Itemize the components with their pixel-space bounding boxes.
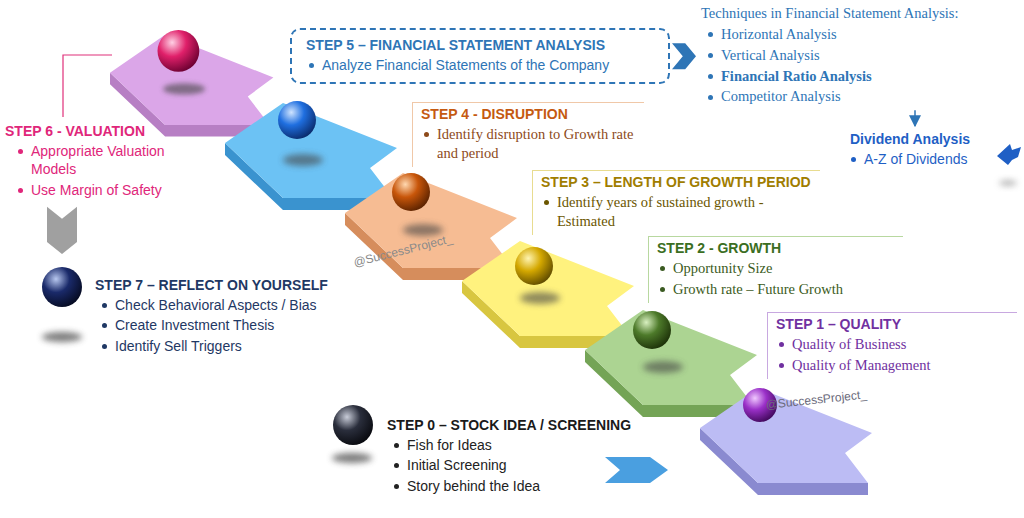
bullet-item: Opportunity Size <box>673 259 897 278</box>
step-heading: Techniques in Financial Statement Analys… <box>701 4 1018 23</box>
sphere <box>333 405 373 445</box>
step-heading: STEP 1 – QUALITY <box>776 315 1011 333</box>
pointer-shadow <box>999 180 1017 186</box>
step-heading: STEP 2 - GROWTH <box>657 239 897 257</box>
bullet-item: Identify years of sustained growth - Est… <box>557 193 814 231</box>
leader-line <box>63 55 112 117</box>
chevron-connector <box>47 207 77 254</box>
watermark: @SuccessProject_ <box>765 387 867 412</box>
chevron-connector <box>672 43 696 69</box>
bullet-item: Initial Screening <box>407 456 644 474</box>
bullet-item: A-Z of Dividends <box>864 150 989 168</box>
step-text-group: STEP 1 – QUALITY Quality of BusinessQuali… <box>767 312 1017 379</box>
step-heading: Dividend Analysis <box>850 130 989 148</box>
bullet-item: Use Margin of Safety <box>31 181 201 199</box>
step-arrow <box>585 310 757 417</box>
step-arrow <box>225 101 397 210</box>
bullet-item: Identify disruption to Growth rate and p… <box>437 125 638 163</box>
chevron-arrow <box>605 457 668 483</box>
step-heading: STEP 5 – FINANCIAL STATEMENT ANALYSIS <box>306 36 656 54</box>
bullet-item: Competitor Analysis <box>721 87 1018 106</box>
pointer-arrow <box>997 144 1021 165</box>
step-heading: STEP 6 - VALUATION <box>5 122 201 140</box>
sphere-shadow <box>332 453 372 463</box>
bullet-item: Appropriate Valuation Models <box>31 142 201 178</box>
step-arrow <box>110 30 273 136</box>
bullet-item: Quality of Management <box>792 356 1011 375</box>
dashed-box: STEP 5 – FINANCIAL STATEMENT ANALYSIS Ana… <box>290 28 670 84</box>
bullet-item: Check Behavioral Aspects / Bias <box>115 296 359 314</box>
step-text-group: STEP 2 - GROWTH Opportunity SizeGrowth ra… <box>648 236 903 303</box>
bullet-item: Vertical Analysis <box>721 46 1018 65</box>
bullet-item: Quality of Business <box>792 335 1011 354</box>
bullet-item: Growth rate – Future Growth <box>673 280 897 299</box>
step-heading: STEP 0 – STOCK IDEA / SCREENING <box>387 416 644 434</box>
step-text-group: STEP 0 – STOCK IDEA / SCREENING Fish for … <box>330 402 650 499</box>
step-heading: STEP 4 - DISRUPTION <box>421 105 638 123</box>
step-heading: STEP 3 – LENGTH OF GROWTH PERIOD <box>541 173 814 191</box>
step-text-group: STEP 3 – LENGTH OF GROWTH PERIOD Identify… <box>532 170 820 235</box>
step-text-group: STEP 4 - DISRUPTION Identify disruption t… <box>412 102 644 167</box>
arrow-connector <box>914 110 916 126</box>
bullet-item: Analyze Financial Statements of the Comp… <box>322 56 656 74</box>
step-text-group: Dividend AnalysisA-Z of Dividends <box>848 128 993 170</box>
sphere <box>42 267 82 307</box>
step-text-group: Techniques in Financial Statement Analys… <box>697 2 1022 108</box>
bullet-item: Identify Sell Triggers <box>115 337 359 355</box>
step-arrow <box>462 241 634 348</box>
bullet-item: Fish for Ideas <box>407 436 644 454</box>
watermark: @SuccessProject_ <box>352 231 454 269</box>
bullet-item: Horizontal Analysis <box>721 25 1018 44</box>
sphere-shadow <box>42 332 82 342</box>
step-text-group: STEP 6 - VALUATION Appropriate Valuation … <box>3 120 203 201</box>
step-text-group: STEP 7 – REFLECT ON YOURSELF Check Behavi… <box>35 258 365 359</box>
bullet-item: Story behind the Idea <box>407 477 644 495</box>
bullet-item: Create Investment Thesis <box>115 316 359 334</box>
bullet-item: Financial Ratio Analysis <box>721 67 1018 86</box>
step-heading: STEP 7 – REFLECT ON YOURSELF <box>95 276 359 294</box>
step-arrow <box>700 388 872 495</box>
